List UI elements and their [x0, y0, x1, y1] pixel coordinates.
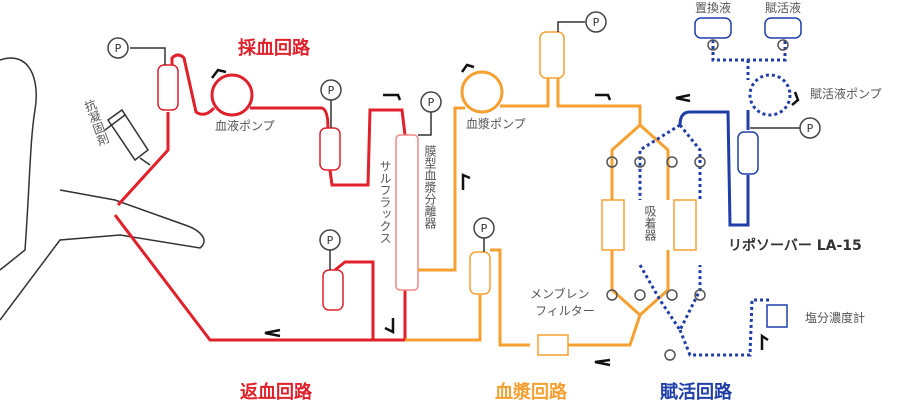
regen-fluid-label: 賦活液 [765, 0, 801, 15]
separator-label: 膜型血漿分離器 [423, 145, 437, 230]
plasma-pump[interactable] [460, 70, 504, 114]
salinity-meter [766, 304, 788, 328]
plasma-line [418, 106, 465, 272]
plasma-separator[interactable] [395, 134, 419, 291]
regen-pump[interactable] [748, 73, 792, 117]
adsorber-label: 吸着器 [643, 205, 657, 242]
plasma-pump-label: 血漿ポンプ [466, 116, 526, 131]
drip-chamber [319, 127, 341, 171]
drip-chamber [539, 31, 565, 79]
patient-outline [0, 57, 205, 321]
flow-arrows [211, 63, 800, 367]
membrane-filter-label-2: フィルター [535, 304, 595, 318]
replacement-fluid-label: 置換液 [695, 0, 731, 15]
title-draw-circuit: 採血回路 [238, 37, 311, 59]
return-line [113, 214, 407, 342]
drip-chamber [322, 269, 344, 311]
membrane-filter-label-1: メンブレン [530, 286, 590, 301]
liposorber-label: リポソーバー LA-15 [728, 237, 862, 254]
anticoagulant-label: 抗凝固剤 [81, 96, 111, 148]
pressure-gauge-label: P [115, 42, 122, 55]
drip-chamber [469, 251, 491, 295]
title-plasma-circuit: 血漿回路 [495, 381, 568, 403]
adsorber-column[interactable] [673, 199, 697, 251]
blood-pump[interactable] [210, 73, 254, 117]
drip-chamber [157, 64, 179, 111]
sulflux-label: サルフラックス [378, 160, 392, 244]
adsorber-column[interactable] [601, 199, 625, 251]
salinity-meter-label: 塩分濃度計 [805, 310, 865, 325]
regen-line [678, 110, 750, 227]
pressure-gauge-label: P [327, 234, 334, 247]
blood-pump-label: 血液ポンプ [215, 118, 275, 133]
draw-line [116, 53, 216, 207]
title-regen-circuit: 賦活回路 [660, 381, 733, 403]
regen-fluid-bag [764, 17, 802, 39]
replacement-bag [694, 17, 732, 39]
drip-chamber [737, 131, 759, 175]
pressure-gauge-label: P [807, 122, 814, 135]
syringe-icon [104, 108, 151, 166]
pressure-gauge-label: P [481, 222, 488, 235]
valves [606, 39, 789, 361]
pressure-gauge-label: P [593, 16, 600, 29]
title-return-circuit: 返血回路 [240, 381, 313, 403]
pressure-gauges: P P P P P P P [107, 11, 821, 270]
regen-pump-label: 賦活液ポンプ [810, 86, 882, 101]
membrane-filter[interactable] [537, 334, 569, 356]
pressure-gauge-label: P [428, 96, 435, 109]
pressure-gauge-label: P [328, 84, 335, 97]
